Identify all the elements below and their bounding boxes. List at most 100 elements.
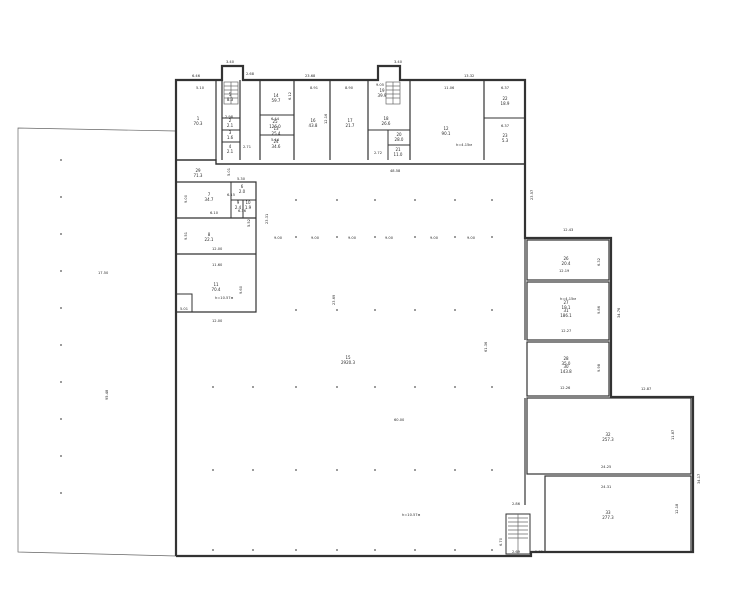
room-area: 2.4 — [235, 205, 242, 210]
inner-dim: 2.71 — [243, 145, 251, 149]
room-number: 26 — [563, 256, 569, 261]
inner-dim: 9.60 — [239, 285, 243, 294]
inner-dim: 11.60 — [212, 263, 223, 267]
inner-dim: 5.30 — [237, 177, 246, 181]
inner-dim: 6.32 — [597, 258, 601, 266]
inner-dim: 2.32 — [535, 550, 543, 554]
room-area: 59.7 — [272, 98, 281, 103]
room-number: 10 — [245, 200, 251, 205]
room-number: 5 — [229, 92, 232, 97]
room-number: 30 — [563, 364, 569, 369]
inner-dim: 6.10 — [210, 211, 219, 215]
dim-span-6: 9.00 — [467, 236, 476, 240]
dim-left-block-height: 23.31 — [265, 214, 269, 224]
room-number: 13 — [273, 126, 279, 131]
column-marker — [60, 418, 62, 420]
room-area: 19.1 — [562, 305, 571, 310]
room-number: 9 — [237, 200, 240, 205]
column-marker — [454, 236, 456, 238]
column-marker — [336, 199, 338, 201]
dim-right-bay-d: 12.26 — [560, 386, 571, 390]
column-marker — [374, 236, 376, 238]
inner-dim: 5.01 — [180, 307, 188, 311]
room-area: 21.7 — [346, 123, 355, 128]
room-area: 2.1 — [227, 123, 234, 128]
inner-dim: 9.86 — [597, 305, 601, 314]
room-area: 35.0 — [562, 361, 571, 366]
dim-right-bay-c: 12.27 — [561, 329, 571, 333]
room-area: 71.3 — [194, 173, 203, 178]
room-r7: 734.7 — [205, 192, 214, 202]
room-area: 25.4 — [272, 131, 281, 136]
column-marker — [295, 199, 297, 201]
room-number: 4 — [229, 144, 232, 149]
dim-left-wing-height: 95.48 — [105, 389, 109, 400]
column-marker — [60, 344, 62, 346]
column-marker — [212, 386, 214, 388]
column-marker — [374, 199, 376, 201]
room-area: 257.3 — [602, 437, 614, 442]
room-number: 33 — [605, 510, 611, 515]
room-number: 6 — [241, 184, 244, 189]
room-area: 186.1 — [560, 313, 572, 318]
dim-inner-width-lower: 60.00 — [394, 418, 405, 422]
room-number: 16 — [310, 118, 316, 123]
column-marker — [374, 309, 376, 311]
inner-dim: 11.87 — [671, 430, 675, 440]
room-number: 1 — [197, 116, 200, 121]
height-notes: h=4.15м h=10.57м h=10.57м h=4.15м — [215, 143, 576, 517]
dim-right-upper: 23.57 — [530, 190, 534, 200]
dim-span-4: 9.00 — [385, 236, 394, 240]
dim-top-stair-left: 3.40 — [226, 60, 235, 64]
column-marker — [252, 549, 254, 551]
dim-right-bay-a: 12.43 — [563, 228, 573, 232]
building-outline — [174, 64, 695, 558]
column-marker — [454, 309, 456, 311]
column-marker — [374, 469, 376, 471]
column-marker — [414, 199, 416, 201]
room-r6: 62.0 — [239, 184, 246, 194]
room-area: 5.3 — [502, 138, 509, 143]
room-number: 8 — [208, 232, 211, 237]
inner-dim: 12.18 — [675, 503, 679, 514]
room-number: 2 — [229, 118, 232, 123]
column-marker — [295, 386, 297, 388]
column-marker — [60, 233, 62, 235]
dim-top-mid: 23.68 — [305, 74, 316, 78]
room-number: 31 — [563, 308, 569, 313]
column-marker — [374, 549, 376, 551]
room-area: 2.1 — [227, 149, 234, 154]
room-area: 18.9 — [501, 101, 510, 106]
room-number: 7 — [208, 192, 211, 197]
right-bays — [505, 238, 692, 555]
room-r10: 101.9 — [245, 200, 252, 210]
height-note-bay: h=4.15м — [560, 297, 576, 301]
dim-span-2: 9.00 — [311, 236, 320, 240]
room-area: 11.0 — [394, 152, 403, 157]
dim-right-step: 12.87 — [641, 387, 651, 391]
room-area: 277.3 — [602, 515, 614, 520]
dim-large-lower-b: 24.31 — [601, 485, 611, 489]
inner-dim: 2.68 — [246, 72, 255, 76]
column-marker — [336, 309, 338, 311]
inner-dim: 2.72 — [374, 151, 382, 155]
room-area: 26.6 — [382, 121, 391, 126]
outer-dimensions: 6.46 3.40 23.68 3.40 13.32 23.57 34.76 1… — [98, 60, 701, 506]
column-marker — [454, 549, 456, 551]
room-area: 70.4 — [212, 287, 221, 292]
column-marker — [60, 196, 62, 198]
column-marker — [60, 492, 62, 494]
inner-dim: 6.44 — [271, 117, 280, 121]
